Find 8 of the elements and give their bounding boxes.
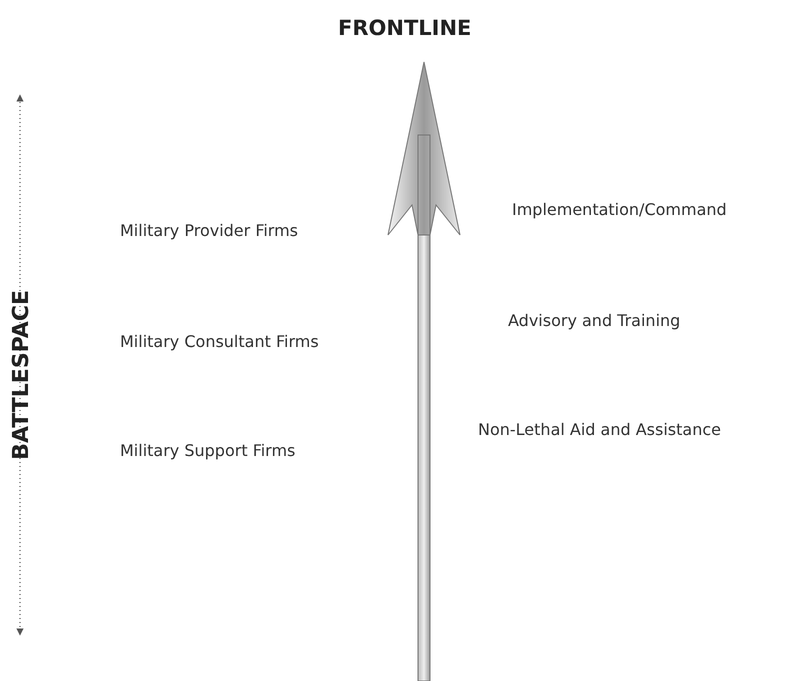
role-label: Advisory and Training [508,311,680,330]
firm-type-label: Military Consultant Firms [120,332,319,351]
role-label: Non-Lethal Aid and Assistance [478,420,721,439]
firm-type-label: Military Provider Firms [120,221,298,240]
heading: FRONTLINE [338,16,472,40]
axis-label: BATTLESPACE [9,290,34,460]
firm-type-label: Military Support Firms [120,441,296,460]
role-label: Implementation/Command [512,200,727,219]
